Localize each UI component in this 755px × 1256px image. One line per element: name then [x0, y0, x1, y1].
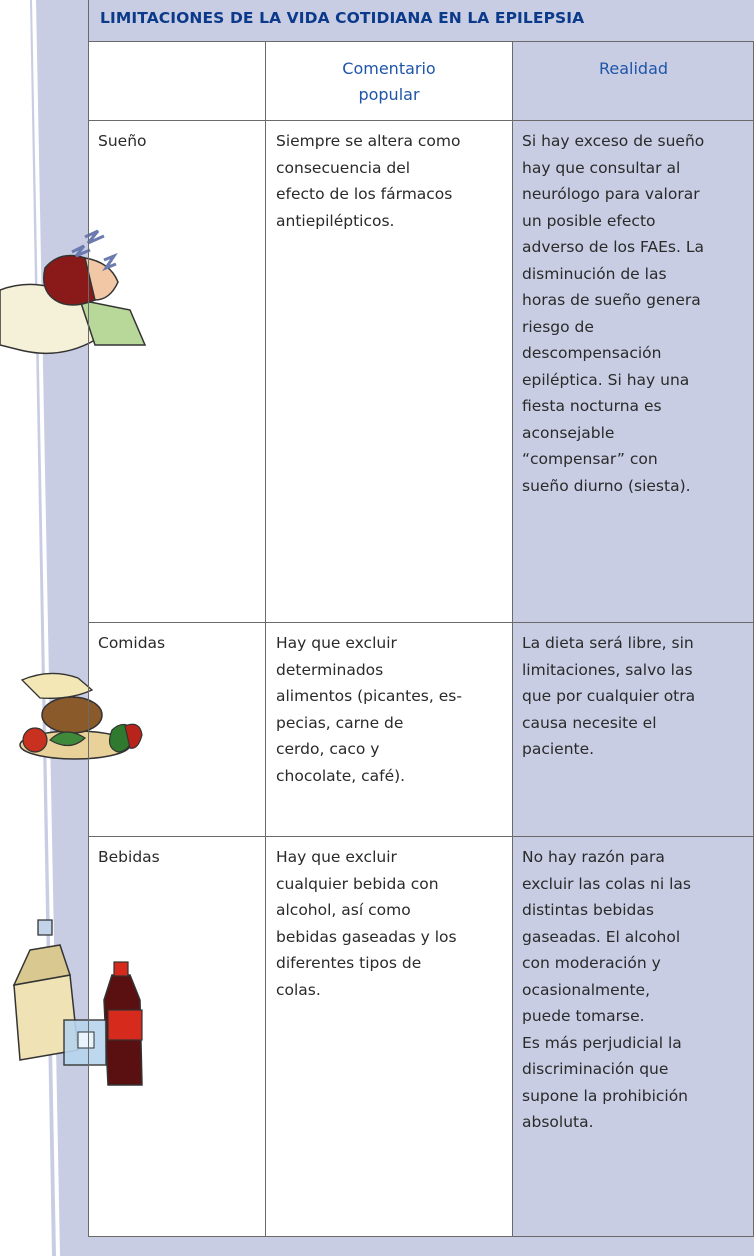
row-comentario-sueno: Siempre se altera como consecuencia del …	[276, 132, 461, 230]
food-platter-illustration	[19, 672, 143, 760]
row-comentario-bebidas: Hay que excluir cualquier bebida con alc…	[276, 848, 457, 999]
sleeping-person-illustration	[0, 229, 147, 355]
drinks-illustration	[12, 919, 143, 1086]
row-comentario-comidas: Hay que excluir determinados alimentos (…	[276, 634, 462, 785]
header-row-divider	[88, 120, 754, 121]
column-divider-1	[265, 42, 266, 1236]
header-comentario-popular: Comentario popular	[342, 59, 436, 104]
limitations-table: LIMITACIONES DE LA VIDA COTIDIANA EN LA …	[88, 0, 754, 1237]
column-divider-2	[512, 42, 513, 1236]
header-realidad: Realidad	[598, 59, 669, 78]
row-topic-comidas: Comidas	[98, 634, 166, 652]
row-topic-bebidas: Bebidas	[98, 848, 160, 866]
realidad-column-background	[512, 42, 754, 1236]
table-title: LIMITACIONES DE LA VIDA COTIDIANA EN LA …	[88, 0, 754, 42]
table-border-left	[88, 42, 89, 1236]
row-topic-sueno: Sueño	[98, 132, 147, 150]
row-realidad-sueno: Si hay exceso de sueño hay que consultar…	[522, 132, 705, 495]
row-divider-1	[88, 622, 754, 623]
row-divider-2	[88, 836, 754, 837]
table-border-right	[753, 42, 754, 1236]
row-realidad-comidas: La dieta será libre, sin limitaciones, s…	[522, 634, 696, 758]
table-border-bottom	[88, 1236, 754, 1237]
row-realidad-bebidas: No hay razón para excluir las colas ni l…	[522, 848, 691, 1131]
